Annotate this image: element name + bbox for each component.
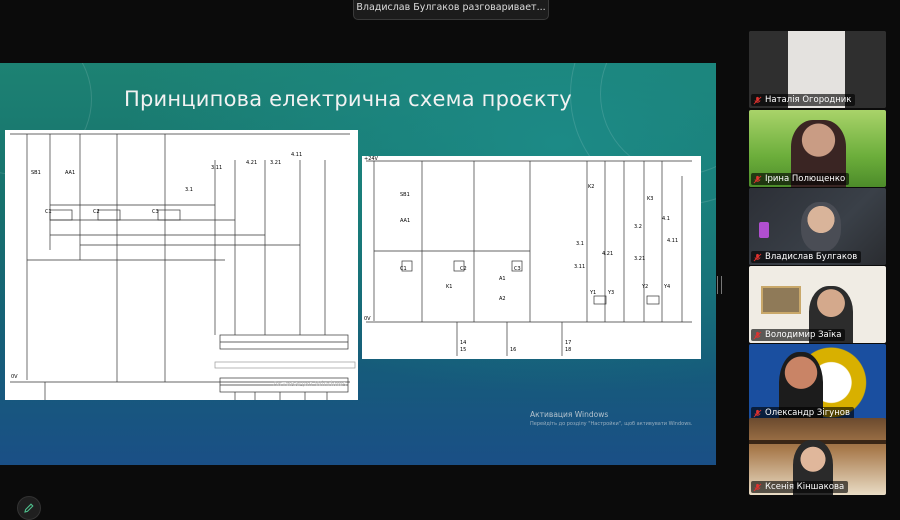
participant-tile[interactable]: Ксенія Кіншакова — [749, 418, 886, 495]
participant-tile[interactable]: Олександр Зігунов — [749, 344, 886, 421]
annotate-button[interactable] — [17, 496, 41, 520]
label-4-21: 4.21 — [602, 251, 614, 257]
participant-tile[interactable]: Володимир Заїка — [749, 266, 886, 343]
mic-muted-icon — [753, 483, 762, 491]
label-c2: C2 — [93, 209, 100, 215]
label-y2: Y2 — [642, 284, 649, 290]
label-3-21: 3.21 — [634, 256, 646, 262]
participant-nameplate: Олександр Зігунов — [751, 407, 854, 419]
participant-nameplate: Наталія Огородник — [751, 94, 856, 106]
participant-name: Наталія Огородник — [765, 95, 852, 105]
participant-nameplate: Ірина Полющенко — [751, 173, 850, 185]
participant-nameplate: Володимир Заїка — [751, 329, 846, 341]
label-y3: Y3 — [608, 290, 615, 296]
label-a2: A2 — [499, 296, 506, 302]
windows-activation-watermark: Активация Windows Перейдіть до розділу "… — [530, 410, 693, 427]
label-aa1: AA1 — [400, 218, 411, 224]
windows-activation-title: Активация Windows — [530, 410, 609, 419]
label-4-21: 4.21 — [246, 160, 258, 166]
label-3-1: 3.1 — [576, 241, 584, 247]
label-0v: 0V — [364, 316, 371, 322]
label-4-11: 4.11 — [291, 152, 303, 158]
label-4-11: 4.11 — [667, 238, 679, 244]
participant-name: Владислав Булгаков — [765, 252, 858, 262]
right-schematic: +24V SB1 AA1 C1 C2 C3 K1 K2 K3 3.1 3.11 … — [362, 156, 701, 359]
label-sb1: SB1 — [400, 192, 410, 198]
panel-resize-handle[interactable] — [717, 276, 722, 294]
mic-muted-icon — [753, 409, 762, 417]
schematic-activation-overlay: Активация Windows — [273, 380, 347, 388]
participant-tile[interactable]: Наталія Огородник — [749, 31, 886, 108]
label-k1: K1 — [446, 284, 453, 290]
label-a1: A1 — [499, 276, 506, 282]
speaker-notification-text: Владислав Булгаков разговаривает... — [356, 1, 546, 13]
mic-muted-icon — [753, 331, 762, 339]
left-schematic: SB1 AA1 C1 C2 C3 3.1 3.11 4.21 4.11 3.21… — [5, 130, 358, 400]
label-c1: C1 — [400, 266, 407, 272]
label-aa1: AA1 — [65, 170, 76, 176]
label-c3: C3 — [514, 266, 521, 272]
label-c3: C3 — [152, 209, 159, 215]
label-y4: Y4 — [664, 284, 671, 290]
wall-picture — [761, 286, 801, 314]
participant-nameplate: Владислав Булгаков — [751, 251, 862, 263]
participant-name: Олександр Зігунов — [765, 408, 850, 418]
speaker-notification: Владислав Булгаков разговаривает... — [353, 0, 549, 20]
pencil-icon — [24, 503, 34, 513]
participant-name: Ірина Полющенко — [765, 174, 846, 184]
label-sb1: SB1 — [31, 170, 41, 176]
label-y1: Y1 — [590, 290, 597, 296]
label-3-11: 3.11 — [211, 165, 223, 171]
slide-title: Принципова електрична схема проєкту — [124, 87, 572, 111]
label-k2: K2 — [588, 184, 595, 190]
label-4-1: 4.1 — [662, 216, 670, 222]
participant-tile[interactable]: Ірина Полющенко — [749, 110, 886, 187]
label-15: 15 — [460, 347, 467, 353]
label-3-21: 3.21 — [270, 160, 282, 166]
label-16: 16 — [510, 347, 517, 353]
label-c2: C2 — [460, 266, 467, 272]
windows-activation-subtitle: Перейдіть до розділу "Настройки", щоб ак… — [530, 421, 693, 427]
label-17: 17 — [565, 340, 572, 346]
participant-nameplate: Ксенія Кіншакова — [751, 481, 849, 493]
label-14: 14 — [460, 340, 467, 346]
participant-video — [801, 202, 841, 252]
label-3-2: 3.2 — [634, 224, 642, 230]
label-3-11: 3.11 — [574, 264, 586, 270]
label-0v: 0V — [11, 374, 18, 380]
label-k3: K3 — [647, 196, 654, 202]
mic-muted-icon — [753, 96, 762, 104]
phone-light — [759, 222, 769, 238]
mic-muted-icon — [753, 175, 762, 183]
label-3-1: 3.1 — [185, 187, 193, 193]
participant-name: Ксенія Кіншакова — [765, 482, 845, 492]
label-24v: +24V — [364, 156, 378, 162]
label-c1: C1 — [45, 209, 52, 215]
label-18: 18 — [565, 347, 572, 353]
participant-tile[interactable]: Владислав Булгаков — [749, 188, 886, 265]
participant-name: Володимир Заїка — [765, 330, 842, 340]
mic-muted-icon — [753, 253, 762, 261]
shared-slide: Принципова електрична схема проєкту — [0, 63, 716, 465]
